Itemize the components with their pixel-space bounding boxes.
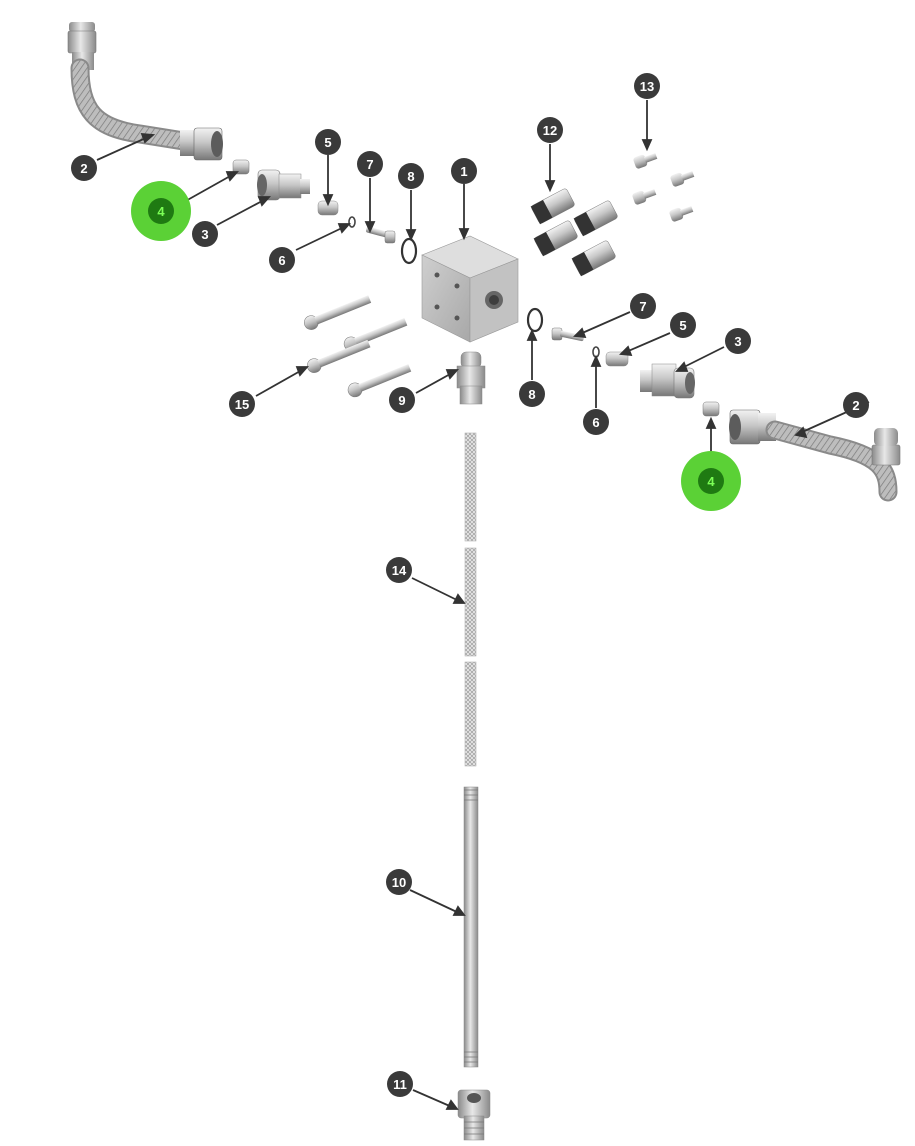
- tube-10: [463, 786, 479, 1068]
- leader-arrow-5a: [322, 194, 334, 207]
- leader-arrow-8a: [405, 229, 417, 242]
- callout-label: 13: [640, 79, 654, 94]
- callout-c4a[interactable]: 4: [148, 198, 174, 224]
- leader-arrow-3b: [675, 361, 689, 372]
- callout-c3b[interactable]: 3: [725, 328, 751, 354]
- leader-arrow-4a: [225, 171, 239, 182]
- callout-c2b[interactable]: 2: [843, 392, 869, 418]
- o-ring-8-right: [526, 307, 544, 333]
- leader-15: [255, 369, 303, 397]
- leader-9: [415, 372, 453, 394]
- screws-13: [632, 153, 695, 222]
- callout-label: 8: [407, 169, 414, 184]
- leader-arrow-8b: [526, 328, 538, 341]
- callout-label: 3: [201, 227, 208, 242]
- callout-label: 7: [639, 299, 646, 314]
- callout-c9[interactable]: 9: [389, 387, 415, 413]
- leader-11: [412, 1089, 453, 1108]
- leader-lines: [96, 100, 870, 1110]
- callout-c7b[interactable]: 7: [630, 293, 656, 319]
- hose-assembly-left: [67, 22, 223, 161]
- callout-c13[interactable]: 13: [634, 73, 660, 99]
- leader-3a: [216, 199, 265, 226]
- callout-c14[interactable]: 14: [386, 557, 412, 583]
- pin-5-right: [605, 351, 629, 367]
- leader-arrow-7a: [364, 221, 376, 234]
- callout-label: 9: [398, 393, 405, 408]
- callout-c7a[interactable]: 7: [357, 151, 383, 177]
- leader-6a: [295, 226, 345, 251]
- leader-arrow-12: [544, 180, 556, 193]
- callout-label: 5: [679, 318, 686, 333]
- bolts-15: [304, 295, 412, 398]
- leader-arrow-13: [641, 139, 653, 152]
- callout-c6a[interactable]: 6: [269, 247, 295, 273]
- leader-arrow-2a: [140, 132, 156, 144]
- callout-c2a[interactable]: 2: [71, 155, 97, 181]
- callout-label: 12: [543, 123, 557, 138]
- manifold-block-1: [421, 235, 519, 343]
- callout-label: 11: [393, 1077, 407, 1092]
- callout-c5a[interactable]: 5: [315, 129, 341, 155]
- callout-label: 6: [592, 415, 599, 430]
- callout-label: 14: [392, 563, 407, 578]
- leader-arrow-3a: [257, 196, 271, 207]
- hose-assembly-right: [729, 409, 901, 502]
- leader-10: [409, 889, 460, 914]
- leader-arrow-9: [445, 369, 459, 380]
- leader-arrow-2b: [794, 426, 808, 439]
- o-ring-8-left: [400, 237, 418, 265]
- leader-arrow-7b: [573, 327, 587, 339]
- callout-c11[interactable]: 11: [387, 1071, 413, 1097]
- leader-arrow-6b: [590, 354, 602, 367]
- callout-label: 2: [852, 398, 859, 413]
- nipple-4-left: [232, 159, 250, 175]
- callout-c8a[interactable]: 8: [398, 163, 424, 189]
- callout-label: 15: [235, 397, 249, 412]
- callout-label: 4: [707, 474, 715, 489]
- screens-14: [464, 432, 477, 767]
- callout-label: 2: [80, 161, 87, 176]
- callout-label: 10: [392, 875, 406, 890]
- callout-label: 1: [460, 164, 467, 179]
- leader-3b: [681, 346, 725, 369]
- leader-arrow-5b: [619, 345, 633, 357]
- leader-arrow-4b: [705, 416, 717, 429]
- leader-arrow-6a: [337, 223, 351, 234]
- callout-label: 6: [278, 253, 285, 268]
- leader-arrow-10: [452, 905, 466, 916]
- callout-label: 5: [324, 135, 331, 150]
- callout-label: 8: [528, 387, 535, 402]
- callout-c4b[interactable]: 4: [698, 468, 724, 494]
- callout-c5b[interactable]: 5: [670, 312, 696, 338]
- leader-5b: [625, 332, 671, 353]
- leader-arrow-14: [452, 593, 466, 604]
- callout-c1[interactable]: 1: [451, 158, 477, 184]
- callout-c6b[interactable]: 6: [583, 409, 609, 435]
- leader-arrow-1: [458, 228, 470, 241]
- fitting-3-left: [257, 169, 310, 201]
- leader-14: [411, 577, 460, 602]
- fitting-9: [456, 351, 486, 405]
- standoffs-12: [530, 188, 618, 277]
- leader-arrow-11: [445, 1099, 459, 1110]
- nipple-4-right: [702, 401, 720, 417]
- callout-label: 7: [366, 157, 373, 172]
- callout-label: 3: [734, 334, 741, 349]
- callout-c3a[interactable]: 3: [192, 221, 218, 247]
- fitting-11: [457, 1089, 491, 1141]
- callout-c8b[interactable]: 8: [519, 381, 545, 407]
- callout-label: 4: [157, 204, 165, 219]
- screw-7-right: [551, 327, 584, 342]
- callout-c10[interactable]: 10: [386, 869, 412, 895]
- callout-c15[interactable]: 15: [229, 391, 255, 417]
- leader-7b: [579, 311, 631, 335]
- leader-2a: [96, 136, 149, 161]
- fitting-3-right: [640, 363, 695, 399]
- o-ring-6-left: [348, 216, 356, 228]
- leader-arrow-15: [295, 366, 309, 377]
- callout-c12[interactable]: 12: [537, 117, 563, 143]
